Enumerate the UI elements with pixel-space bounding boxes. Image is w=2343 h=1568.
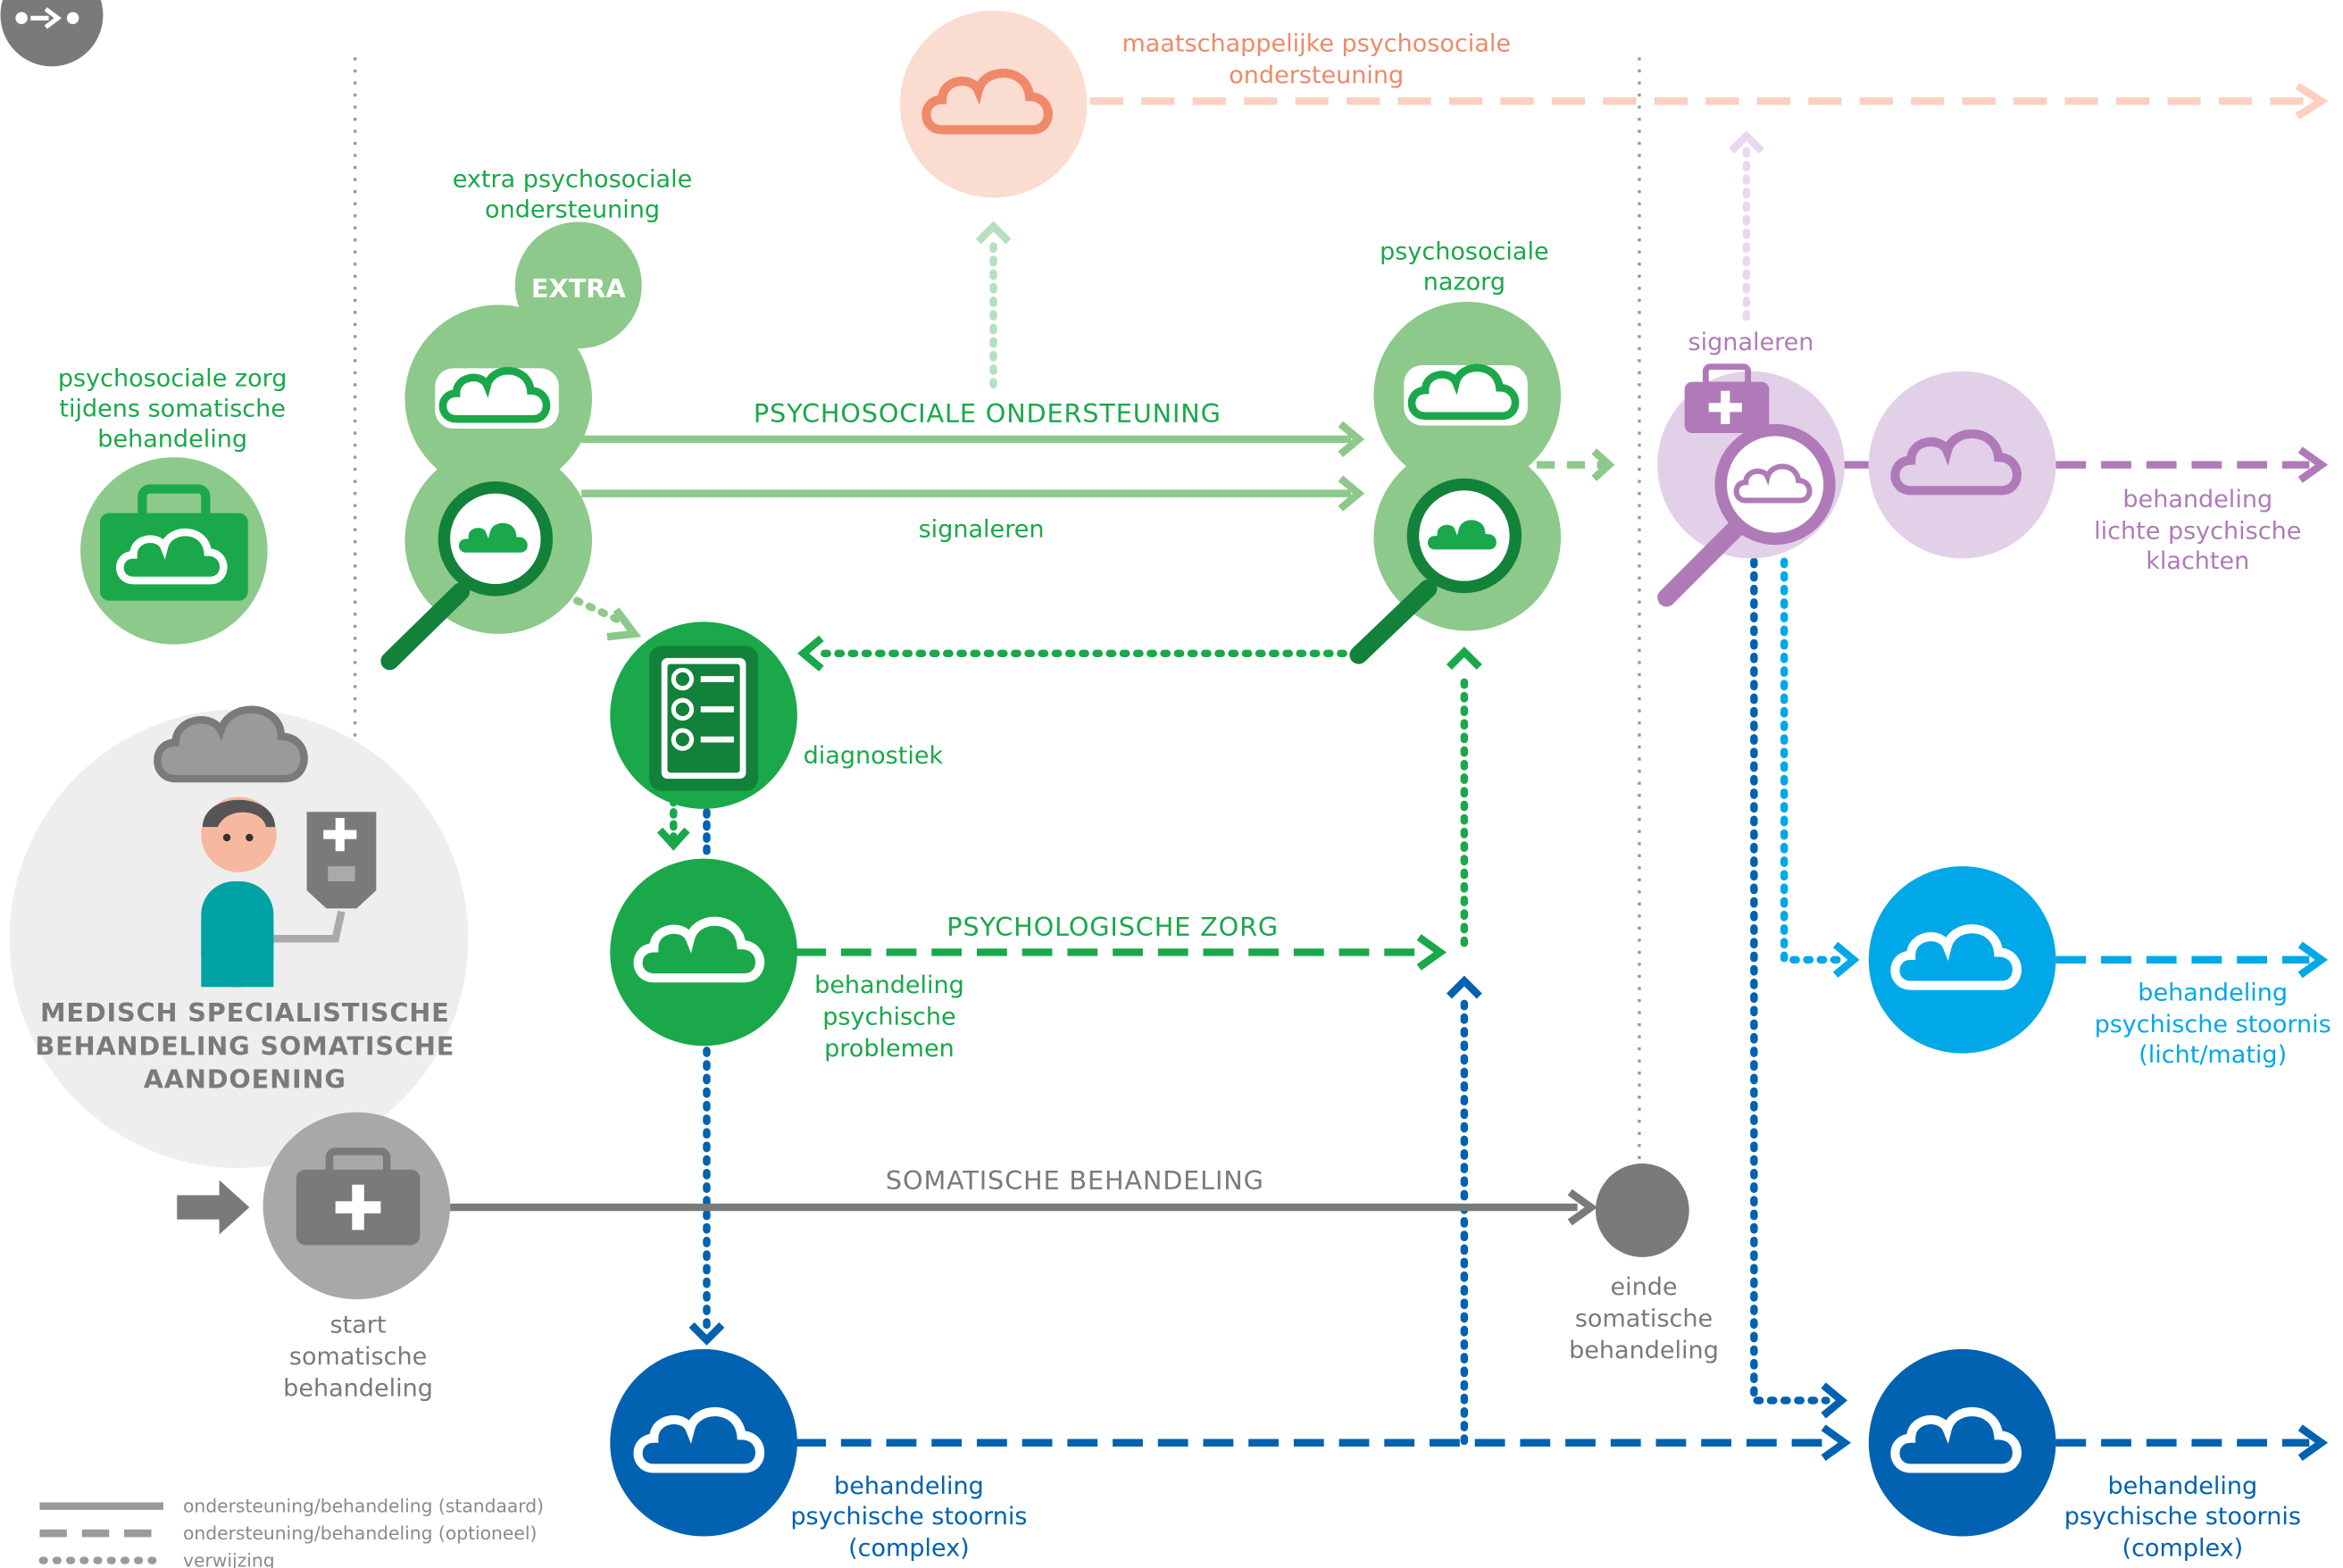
psychosociale-zorg-line2: tijdens somatische (59, 395, 286, 422)
nazorg-node (1349, 302, 1562, 664)
psychische-problemen-node (610, 858, 797, 1047)
flow-label-somatische-behandeling: SOMATISCHE BEHANDELING (886, 1165, 1264, 1196)
legend-dotted-label: verwijzing (183, 1549, 275, 1568)
start-node (263, 1112, 451, 1300)
magnifier-icon (380, 481, 554, 671)
flow-somatische-behandeling (450, 1189, 1598, 1226)
medical-kit-icon (1684, 363, 1770, 434)
diagnostiek-label: diagnostiek (804, 742, 944, 770)
nazorg-line1: psychosociale (1380, 238, 1548, 266)
flow-psychosociale-ondersteuning (581, 421, 1365, 457)
cloud-icon (154, 705, 308, 783)
referral-nazorg-to-diagnostiek (797, 635, 1347, 671)
cloud-icon (438, 366, 551, 423)
legend: ondersteuning/behandeling (standaard) on… (38, 1495, 544, 1568)
stoornis-licht-line1: behandeling (2138, 980, 2288, 1007)
referral-signaleren-to-licht (1780, 557, 1860, 979)
extra-label-line1: extra psychosociale (453, 166, 693, 194)
referral-problemen-to-complex (688, 1047, 725, 1346)
flow-nazorg-to-signaleren (1537, 448, 1615, 481)
extra-badge: EXTRA (531, 273, 626, 304)
flow-stoornis-complex (796, 1424, 2329, 1462)
signaleren-purple-node (1657, 363, 1845, 607)
legend-dashed-label: ondersteuning/behandeling (optioneel) (183, 1522, 537, 1544)
referral-purple-up (1729, 130, 1764, 321)
flow-maatschappelijk (1089, 82, 2329, 120)
extra-node: EXTRA (380, 221, 642, 671)
psychosociale-zorg-line1: psychosociale zorg (58, 365, 288, 393)
referral-to-diagnostiek (572, 596, 642, 641)
patient-icon (201, 797, 277, 988)
maatschappelijk-node (899, 10, 1088, 198)
stoornis-complex-right-node (1868, 1348, 2056, 1537)
start-label-line2: somatische (289, 1343, 427, 1371)
lichte-klachten-line2: lichte psychische (2094, 517, 2301, 545)
stoornis-complex-right-line3: (complex) (2122, 1534, 2244, 1562)
stoornis-licht-node (1868, 866, 2056, 1054)
psychische-problemen-line1: behandeling (814, 972, 964, 999)
flow-label-psychologische-zorg: PSYCHOLOGISCHE ZORG (946, 912, 1279, 942)
medical-kit-icon (296, 1147, 421, 1246)
medical-kit-icon (100, 484, 248, 601)
stoornis-licht-line2: psychische stoornis (2095, 1011, 2331, 1038)
lichte-klachten-line3: klachten (2146, 547, 2249, 575)
einde-label-line3: behandeling (1569, 1337, 1719, 1364)
referral-signaleren-to-complex (1750, 557, 1847, 1419)
stoornis-complex-right-line1: behandeling (2107, 1472, 2257, 1500)
referral-complex-up (1446, 975, 1482, 1446)
flow-stoornis-licht (2055, 941, 2329, 979)
psychosociale-zorg-line3: behandeling (97, 425, 247, 453)
referral-up-to-nazorg (1446, 646, 1482, 947)
einde-label-line1: einde (1610, 1273, 1677, 1301)
diagnostiek-node (610, 621, 797, 809)
legend-solid-label: ondersteuning/behandeling (standaard) (183, 1495, 544, 1516)
magnifier-icon (1349, 478, 1522, 664)
stoornis-complex-mid-line2: psychische stoornis (790, 1503, 1027, 1530)
stoornis-licht-line3: (licht/matig) (2139, 1041, 2287, 1069)
checklist-icon (649, 646, 758, 791)
nazorg-line2: nazorg (1423, 268, 1505, 296)
einde-node (1595, 1163, 1689, 1257)
einde-label-line2: somatische (1575, 1305, 1713, 1333)
start-label-line1: start (330, 1311, 387, 1339)
maatschappelijk-line2: ondersteuning (1229, 62, 1404, 89)
patient-title-line1: MEDISCH SPECIALISTISCHE (40, 997, 450, 1028)
flow-psychologische-zorg (796, 934, 1447, 971)
flow-icon (0, 0, 104, 67)
stoornis-complex-mid-node (610, 1348, 797, 1537)
stoornis-complex-mid-line1: behandeling (834, 1472, 984, 1500)
flow-label-psychosociale-ondersteuning: PSYCHOSOCIALE ONDERSTEUNING (754, 398, 1222, 429)
psychische-problemen-line2: psychische (822, 1004, 955, 1031)
stoornis-complex-right-line2: psychische stoornis (2064, 1503, 2301, 1530)
referral-diagnostiek-to-problemen (656, 796, 711, 858)
stoornis-complex-mid-line3: (complex) (848, 1534, 970, 1562)
maatschappelijk-line1: maatschappelijke psychosociale (1121, 29, 1511, 57)
referral-to-maatschappelijk (975, 221, 1012, 389)
lichte-klachten-line1: behandeling (2122, 486, 2272, 513)
patient-title-line2: BEHANDELING SOMATISCHE (35, 1030, 454, 1061)
psychische-problemen-line3: problemen (824, 1035, 955, 1063)
lichte-klachten-node (1868, 371, 2056, 559)
start-label-line3: behandeling (283, 1374, 433, 1402)
magnifier-icon (1657, 423, 1836, 607)
extra-label-line2: ondersteuning (485, 196, 660, 223)
flow-lichte-klachten (1841, 446, 2329, 483)
flow-signaleren (581, 475, 1365, 512)
entry-arrow-icon (177, 1180, 250, 1235)
iv-bag-icon (273, 812, 377, 943)
signaleren-purple-label: signaleren (1688, 329, 1814, 356)
patient-title-line3: AANDOENING (144, 1064, 346, 1095)
flow-label-signaleren: signaleren (919, 516, 1045, 544)
psychosociale-zorg-node (80, 457, 268, 645)
patient-node: MEDISCH SPECIALISTISCHE BEHANDELING SOMA… (9, 705, 469, 1169)
